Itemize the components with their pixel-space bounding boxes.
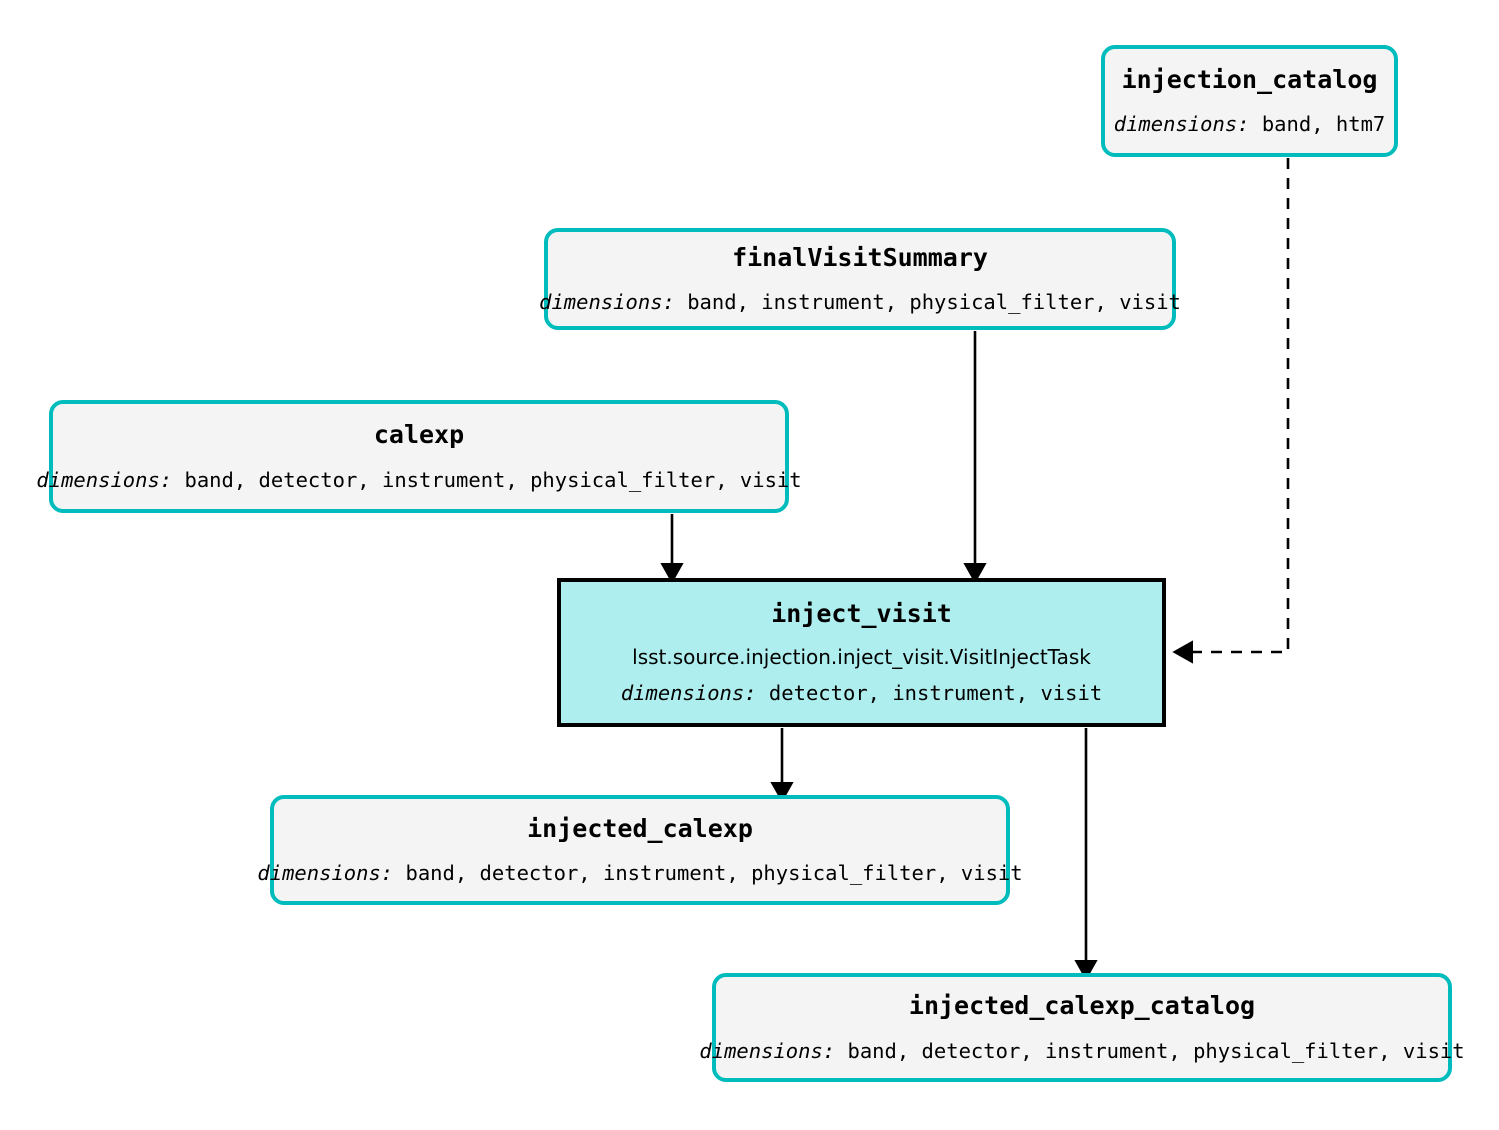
node-title: finalVisitSummary [732, 242, 988, 272]
dimensions-value: band, detector, instrument, physical_fil… [184, 467, 802, 492]
node-title: calexp [373, 420, 465, 450]
node-finalvisitsummary[interactable]: finalVisitSummary dimensions: band, inst… [539, 228, 1181, 330]
dimensions-value: detector, instrument, visit [768, 680, 1103, 705]
node-title: injected_calexp [527, 813, 753, 843]
node-dimensions: dimensions: band, detector, instrument, … [699, 1040, 1464, 1063]
dimensions-value: band, detector, instrument, physical_fil… [405, 861, 1023, 886]
node-dimensions: dimensions: band, htm7 [1114, 113, 1386, 136]
node-inject-visit[interactable]: inject_visit lsst.source.injection.injec… [557, 578, 1166, 727]
dimensions-label: dimensions: [699, 1038, 836, 1063]
dimensions-label: dimensions: [36, 467, 173, 492]
node-dimensions: dimensions: band, instrument, physical_f… [539, 291, 1181, 314]
node-title: inject_visit [771, 599, 952, 629]
node-dimensions: dimensions: band, detector, instrument, … [257, 862, 1022, 885]
dimensions-value: band, htm7 [1261, 112, 1386, 137]
node-class-path: lsst.source.injection.inject_visit.Visit… [632, 644, 1091, 669]
node-dimensions: dimensions: detector, instrument, visit [621, 682, 1102, 705]
node-injection-catalog[interactable]: injection_catalog dimensions: band, htm7 [1101, 45, 1398, 157]
node-title: injected_calexp_catalog [908, 991, 1256, 1021]
node-title: injection_catalog [1121, 64, 1378, 94]
node-calexp[interactable]: calexp dimensions: band, detector, instr… [36, 400, 802, 513]
dimensions-value: band, detector, instrument, physical_fil… [847, 1038, 1465, 1063]
node-dimensions: dimensions: band, detector, instrument, … [36, 469, 801, 492]
dimensions-label: dimensions: [257, 861, 394, 886]
node-injected-calexp[interactable]: injected_calexp dimensions: band, detect… [257, 795, 1023, 905]
dimensions-label: dimensions: [539, 290, 675, 315]
dimensions-label: dimensions: [1113, 112, 1250, 137]
node-injected-calexp-catalog[interactable]: injected_calexp_catalog dimensions: band… [699, 973, 1465, 1082]
dimensions-value: band, instrument, physical_filter, visit [687, 290, 1181, 315]
dimensions-label: dimensions: [620, 680, 757, 705]
edge-injection-catalog-to-inject-visit [1172, 158, 1290, 664]
